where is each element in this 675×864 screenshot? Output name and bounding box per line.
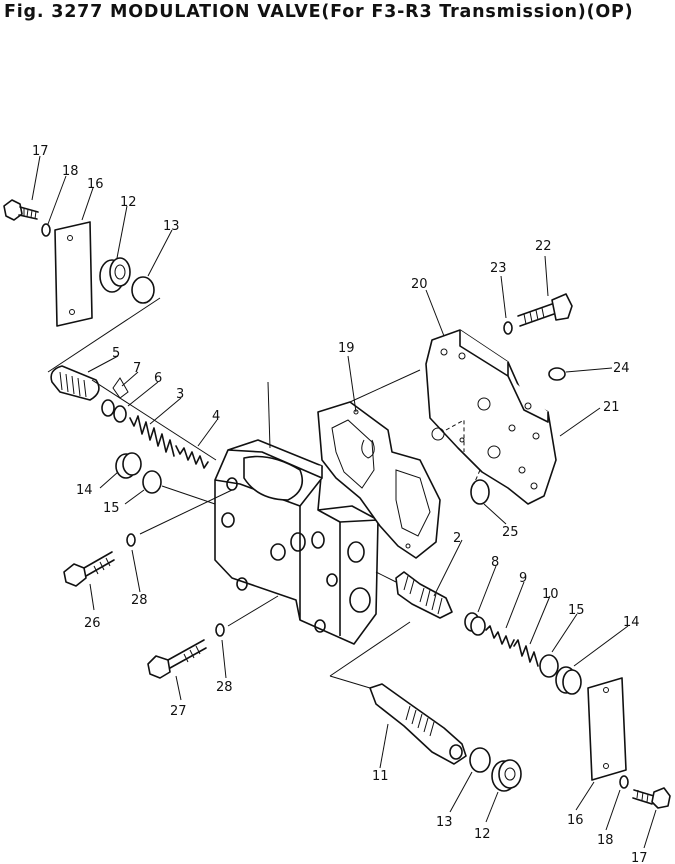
- spring-9: [485, 625, 515, 649]
- label-16-bottom: 16: [567, 813, 584, 828]
- assembly-line: [227, 595, 279, 627]
- label-18-bottom: 18: [597, 833, 614, 848]
- plug-12-bottom: [491, 759, 522, 792]
- figure-title: Fig. 3277 MODULATION VALVE(For F3-R3 Tra…: [4, 2, 634, 22]
- label-12-top: 12: [120, 195, 137, 210]
- oring-13-bottom: [469, 747, 491, 773]
- label-19: 19: [338, 341, 355, 356]
- seat-8: [464, 612, 486, 636]
- washer-28-left: [126, 533, 136, 547]
- part-labels: 17 18 16 12 13 5 7 6 3 4 14 15 19 20 23 …: [32, 144, 648, 864]
- assembly-line: [161, 485, 216, 505]
- spring-10: [513, 639, 539, 667]
- spring-3: [129, 415, 175, 457]
- label-24: 24: [613, 361, 630, 376]
- washer-18-bottom: [619, 775, 629, 789]
- oring-13-top: [131, 276, 155, 304]
- assembly-line: [349, 369, 421, 403]
- label-26: 26: [84, 616, 101, 631]
- label-16-top: 16: [87, 177, 104, 192]
- plug-12-top: [99, 257, 131, 293]
- label-13-top: 13: [163, 219, 180, 234]
- label-17-top: 17: [32, 144, 49, 159]
- label-17-bottom: 17: [631, 851, 648, 864]
- label-20: 20: [411, 277, 428, 292]
- bolt-17-top: [3, 199, 39, 221]
- oring-15-right: [539, 654, 559, 678]
- assembly-line: [139, 489, 233, 535]
- label-23: 23: [490, 261, 507, 276]
- oring-25: [470, 479, 490, 505]
- plug-14-right: [555, 666, 582, 695]
- leader-lines: [31, 155, 657, 849]
- plate-16-bottom: [587, 677, 627, 781]
- label-18-top: 18: [62, 164, 79, 179]
- label-11: 11: [372, 769, 389, 784]
- assembly-line: [329, 621, 411, 689]
- plate-16-top: [54, 221, 93, 327]
- spool-5: [50, 365, 100, 401]
- label-22: 22: [535, 239, 552, 254]
- spool-2: [395, 571, 453, 619]
- valve-body-1: [214, 381, 379, 645]
- label-10: 10: [542, 587, 559, 602]
- label-25: 25: [502, 525, 519, 540]
- bolt-17-bottom: [632, 787, 671, 809]
- label-5: 5: [112, 346, 120, 361]
- washer-28-right: [215, 623, 225, 637]
- oring-15-left: [142, 470, 162, 494]
- label-15-right: 15: [568, 603, 585, 618]
- cover-20: [425, 329, 557, 505]
- label-14-right: 14: [623, 615, 640, 630]
- assembly-line: [375, 571, 397, 583]
- label-21: 21: [603, 400, 620, 415]
- label-15-left: 15: [103, 501, 120, 516]
- washer-23: [503, 321, 513, 335]
- pin-7: [112, 377, 129, 399]
- label-28-left: 28: [131, 593, 148, 608]
- ring-6b: [113, 405, 127, 423]
- label-14-left: 14: [76, 483, 93, 498]
- spring-4: [175, 445, 209, 469]
- oring-24: [548, 367, 566, 381]
- label-27: 27: [170, 704, 187, 719]
- label-4: 4: [212, 409, 220, 424]
- bolt-26: [63, 551, 115, 587]
- label-6: 6: [154, 371, 162, 386]
- label-8: 8: [491, 555, 499, 570]
- plug-14-left: [115, 452, 142, 479]
- label-28-right: 28: [216, 680, 233, 695]
- label-7: 7: [133, 361, 141, 376]
- piston-11: [369, 683, 467, 765]
- label-9: 9: [519, 571, 527, 586]
- seat-6: [101, 399, 115, 417]
- bolt-27: [147, 639, 207, 679]
- label-2: 2: [453, 531, 461, 546]
- hidden-line: [445, 419, 481, 485]
- label-12-bottom: 12: [474, 827, 491, 842]
- washer-18-top: [41, 223, 51, 237]
- label-3: 3: [176, 387, 184, 402]
- gasket-19: [317, 401, 441, 559]
- assembly-line: [47, 297, 161, 373]
- label-13-bottom: 13: [436, 815, 453, 830]
- bolt-22: [517, 293, 573, 327]
